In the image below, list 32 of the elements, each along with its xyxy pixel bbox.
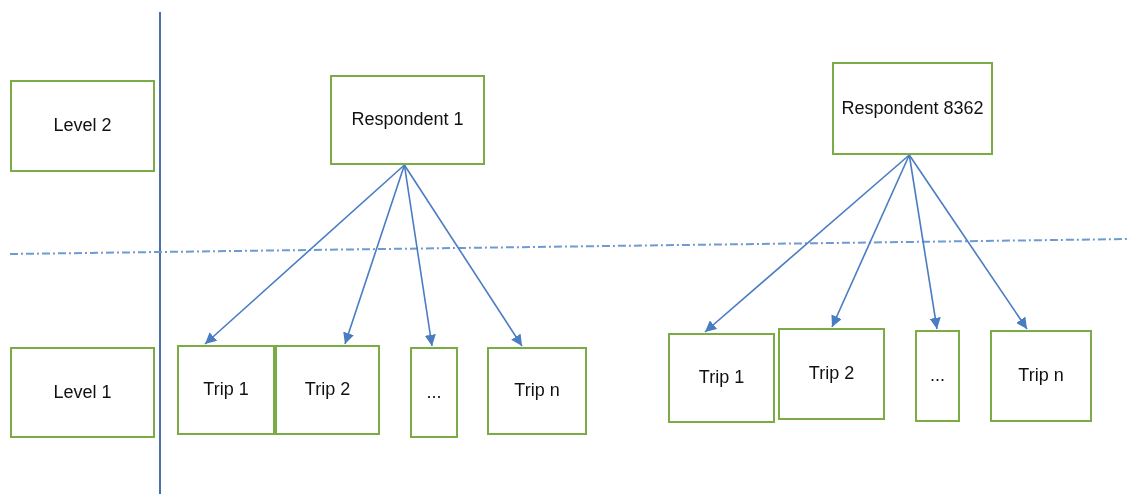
box [915,330,960,422]
arrow [403,164,523,347]
box [177,345,275,435]
box-label: Respondent 1 [351,108,464,132]
box-label: Respondent 8362 [841,96,984,120]
box [487,347,587,435]
arrow [908,154,941,330]
box-label: Trip 1 [698,366,745,390]
box [330,75,485,165]
box-label: Trip 2 [304,378,351,402]
box-label: Trip 2 [808,362,855,386]
box-label: ... [930,364,945,388]
arrow [831,154,911,328]
arrow [204,164,406,345]
arrow [403,164,436,347]
arrow [343,164,406,345]
box-label: Trip 1 [203,378,249,402]
box-label: Level 2 [53,114,112,138]
box [778,328,885,420]
box [990,330,1092,422]
box [10,80,155,172]
box [832,62,993,155]
box [10,347,155,438]
box-label: Trip n [1018,364,1064,388]
box [275,345,380,435]
box [410,347,458,438]
box-label: Trip n [514,379,560,403]
arrow [704,154,911,333]
arrow [908,154,1028,330]
box [668,333,775,423]
box-label: ... [426,380,442,404]
box-label: Level 1 [53,380,112,404]
